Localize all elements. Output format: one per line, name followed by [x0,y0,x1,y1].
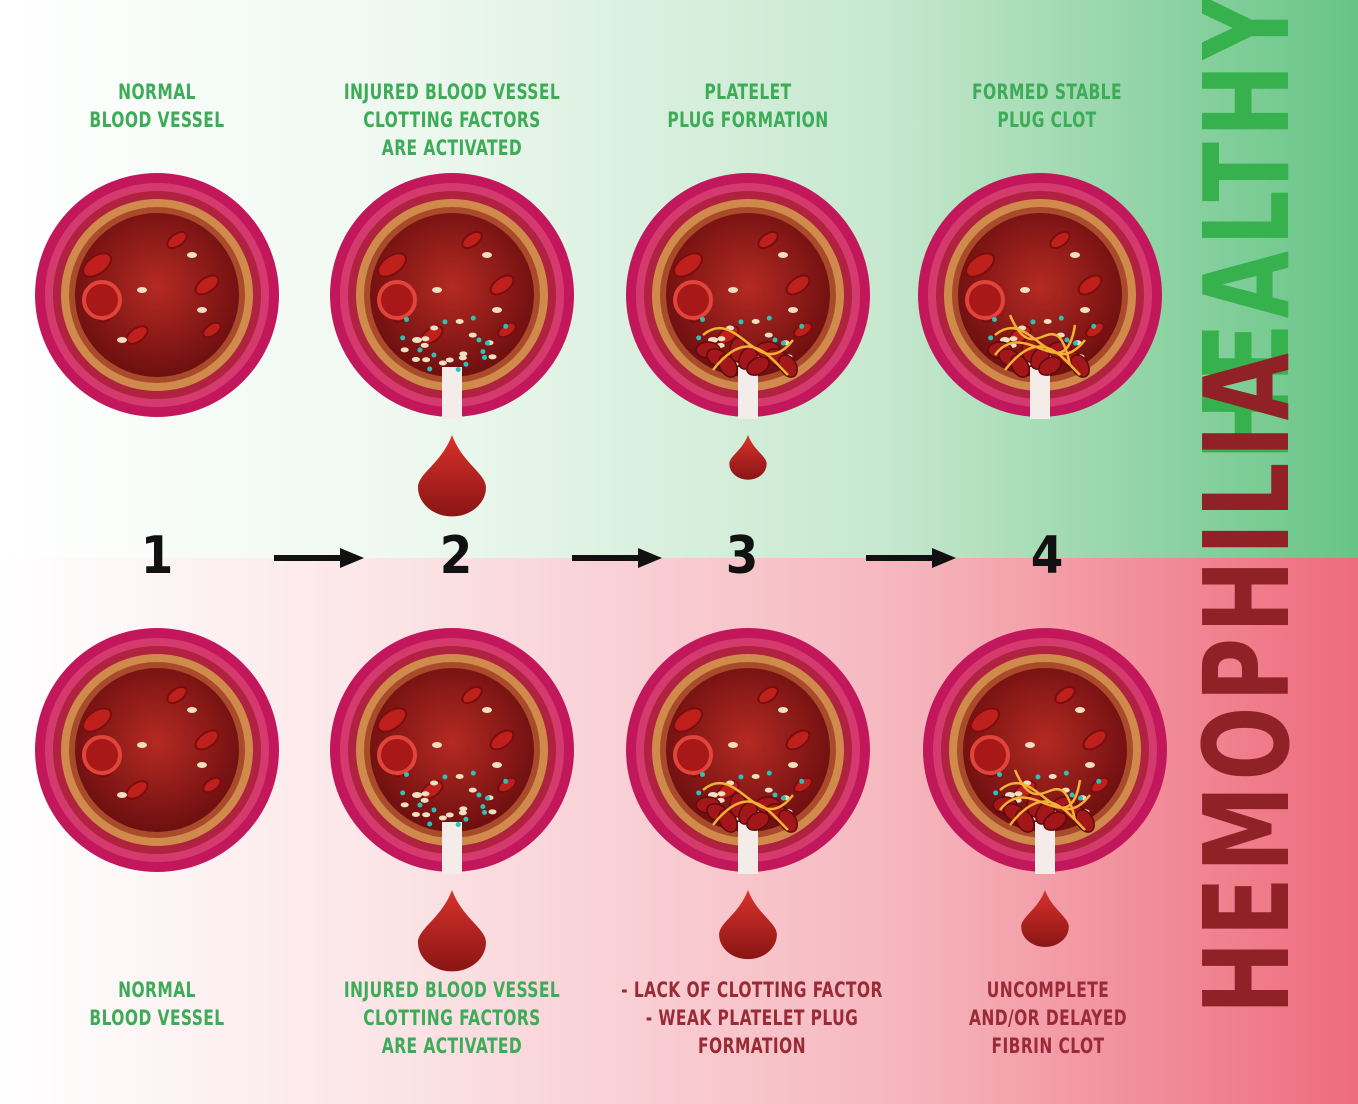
healthy-vessel-3 [598,145,898,475]
hemophilia-section-label: HEMOPHILIA [1188,654,1306,1015]
step-number-2: 2 [440,526,473,586]
step-number-3: 3 [726,526,759,586]
hemophilia-vessel-2 [302,600,602,930]
hemophilia-vessel-1 [7,600,307,930]
arrow-right-icon [866,548,956,568]
healthy-vessel-4 [890,145,1190,475]
arrow-right-icon [572,548,662,568]
healthy-vessel-2 [302,145,602,475]
step-number-4: 4 [1031,526,1064,586]
step-number-1: 1 [141,526,174,586]
hemophilia-vessel-4 [895,600,1195,930]
hemophilia-caption-3: - LACK OF CLOTTING FACTOR- WEAK PLATELET… [621,976,883,1060]
arrow-right-icon [274,548,364,568]
healthy-vessel-1 [7,145,307,475]
hemophilia-vessel-3 [598,600,898,930]
